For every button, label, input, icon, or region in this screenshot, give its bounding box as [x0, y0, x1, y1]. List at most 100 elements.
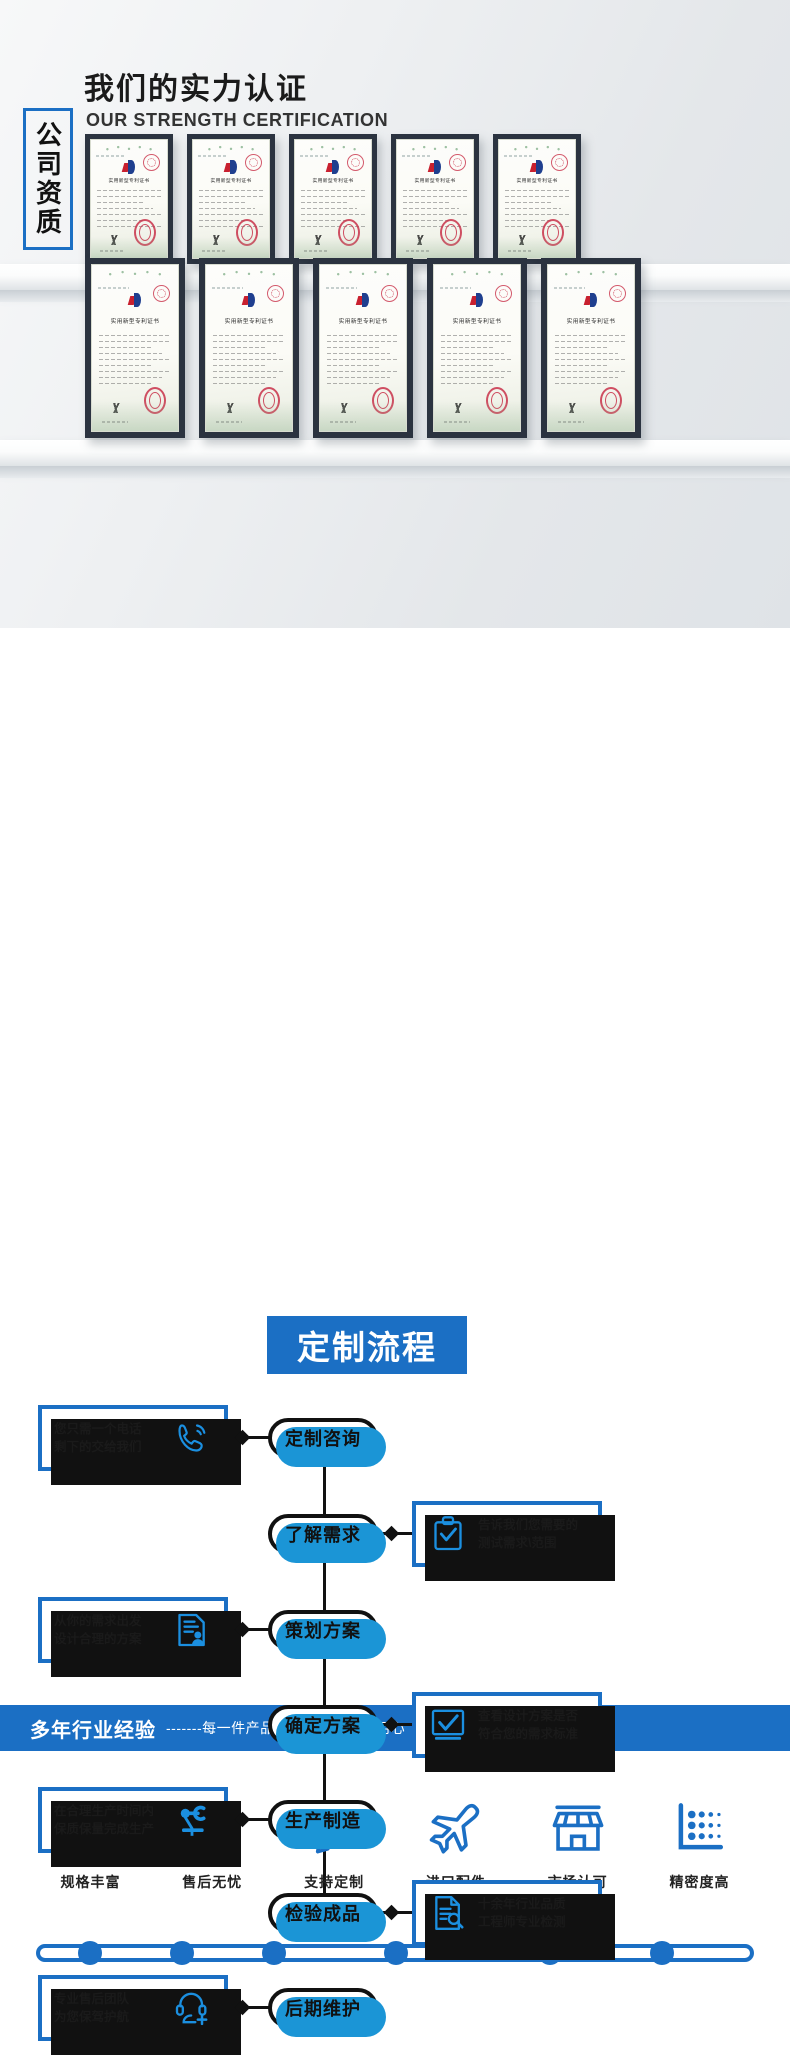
top-seal-icon	[153, 284, 171, 302]
ornament-decoration	[101, 145, 157, 152]
certificate-number-line	[300, 155, 328, 158]
flow-node-1[interactable]: 定制咨询	[268, 1418, 386, 1467]
certificate-paper: 实用新型专利证书	[547, 264, 635, 432]
certificate-body-lines	[212, 334, 286, 395]
patent-office-logo-icon	[241, 292, 257, 308]
top-seal-icon	[347, 154, 365, 172]
certificate-footer-line	[100, 250, 123, 253]
certificate-paper: 实用新型专利证书	[294, 139, 372, 259]
flow-card-text: 专业售后团队 为您保驾护航	[54, 1991, 130, 2024]
flow-connector-1	[232, 1436, 270, 1439]
flow-connector-7	[232, 2006, 270, 2009]
ornament-decoration	[218, 270, 280, 277]
certificate-paper: 实用新型专利证书	[90, 139, 168, 259]
document-search-icon	[428, 1893, 468, 1933]
patent-office-logo-icon	[127, 292, 143, 308]
certificate-footer-line	[216, 420, 243, 423]
patent-office-logo-icon	[355, 292, 371, 308]
flow-node-3[interactable]: 策划方案	[268, 1610, 386, 1659]
ornament-decoration	[332, 270, 394, 277]
certificate-footer-line	[330, 420, 357, 423]
feature-item-6: 精密度高	[647, 1800, 752, 1892]
paper-gradient-corner	[91, 236, 167, 258]
patent-office-logo-icon	[121, 159, 137, 175]
paper-gradient-corner	[548, 401, 634, 431]
top-seal-icon	[449, 154, 467, 172]
flow-detail-card-1: 您只需一个电话 剩下的交给我们	[38, 1405, 241, 1485]
airplane-icon	[427, 1800, 485, 1858]
paper-gradient-corner	[434, 401, 520, 431]
storefront-icon	[549, 1800, 607, 1858]
flow-node-5[interactable]: 生产制造	[268, 1800, 386, 1849]
flow-detail-card-7: 专业售后团队 为您保驾护航	[38, 1975, 241, 2055]
document-person-icon	[172, 1610, 212, 1650]
official-seal-icon	[134, 219, 157, 247]
certificate-number-line	[96, 155, 124, 158]
signature-icon	[508, 235, 537, 246]
paper-gradient-corner	[499, 236, 575, 258]
certificate-number-line	[212, 286, 243, 289]
certificate-number-line	[554, 286, 585, 289]
signature-icon	[406, 235, 435, 246]
flow-spine-line	[323, 1423, 326, 1933]
official-seal-icon	[542, 219, 565, 247]
shelf-board	[0, 440, 790, 478]
flow-card-text: 十余年行业品质 工程师专业检测	[478, 1896, 566, 1929]
flow-node-7[interactable]: 后期维护	[268, 1988, 386, 2037]
flow-card-text: 从你的需求出发 设计合理的方案	[54, 1613, 142, 1646]
certificate-title: 实用新型专利证书	[338, 319, 388, 326]
certificate-footer-line	[102, 420, 129, 423]
certificate-body-lines	[554, 334, 628, 395]
certificate-number-line	[440, 286, 471, 289]
certificate-footer-line	[444, 420, 471, 423]
certificate-paper: 实用新型专利证书	[205, 264, 293, 432]
paper-gradient-corner	[206, 401, 292, 431]
feature-label: 支持定制	[304, 1874, 365, 1890]
phone-call-icon	[172, 1418, 212, 1458]
certificate-frame: 实用新型专利证书	[199, 258, 299, 438]
patent-office-logo-icon	[427, 159, 443, 175]
feature-label: 规格丰富	[60, 1874, 121, 1890]
flow-detail-card-6: 十余年行业品质 工程师专业检测	[412, 1880, 615, 1960]
certificate-row-top: 实用新型专利证书实用新型专利证书实用新型专利证书实用新型专利证书实用新型专利证书	[0, 134, 790, 264]
certificate-number-line	[504, 155, 532, 158]
certificate-row-bottom: 实用新型专利证书实用新型专利证书实用新型专利证书实用新型专利证书实用新型专利证书	[0, 258, 790, 438]
certificate-paper: 实用新型专利证书	[396, 139, 474, 259]
ornament-decoration	[203, 145, 259, 152]
patent-office-logo-icon	[223, 159, 239, 175]
official-seal-icon	[440, 219, 463, 247]
flow-detail-card-3: 从你的需求出发 设计合理的方案	[38, 1597, 241, 1677]
official-seal-icon	[236, 219, 259, 247]
certificate-number-line	[402, 155, 430, 158]
certificate-body-lines	[199, 189, 263, 233]
rail-svg	[36, 1941, 754, 1965]
certificate-paper: 实用新型专利证书	[192, 139, 270, 259]
certificate-title: 实用新型专利证书	[516, 177, 558, 184]
patent-office-logo-icon	[469, 292, 485, 308]
robot-arm-icon	[172, 1800, 212, 1840]
flow-connector-3	[232, 1628, 270, 1631]
flow-node-4[interactable]: 确定方案	[268, 1705, 386, 1754]
signature-icon	[216, 402, 245, 413]
certificate-footer-line	[558, 420, 585, 423]
flow-diamond-marker-6	[383, 1904, 400, 1921]
certificate-title: 实用新型专利证书	[224, 319, 274, 326]
patent-office-logo-icon	[325, 159, 341, 175]
certificate-title: 实用新型专利证书	[414, 177, 456, 184]
certificate-footer-line	[202, 250, 225, 253]
flow-card-text: 查看设计方案是否 符合您的需求标准	[478, 1708, 579, 1741]
paper-gradient-corner	[320, 401, 406, 431]
flow-detail-card-5: 在合理生产时间内 保质保量完成生产	[38, 1787, 241, 1867]
certificate-body-lines	[98, 334, 172, 395]
certification-section: 我们的实力认证 OUR STRENGTH CERTIFICATION 公司资质 …	[0, 0, 790, 628]
ornament-decoration	[305, 145, 361, 152]
banner-main-text: 多年行业经验	[30, 1719, 156, 1742]
official-seal-icon	[599, 387, 622, 415]
signature-icon	[100, 235, 129, 246]
certificate-frame: 实用新型专利证书	[427, 258, 527, 438]
custom-flow-section: 定制流程 定制咨询您只需一个电话 剩下的交给我们了解需求告诉我们您需要的 测试需…	[0, 628, 790, 2055]
flow-node-2[interactable]: 了解需求	[268, 1514, 386, 1563]
paper-gradient-corner	[193, 236, 269, 258]
top-seal-icon	[609, 284, 627, 302]
flow-node-6[interactable]: 检验成品	[268, 1893, 386, 1942]
